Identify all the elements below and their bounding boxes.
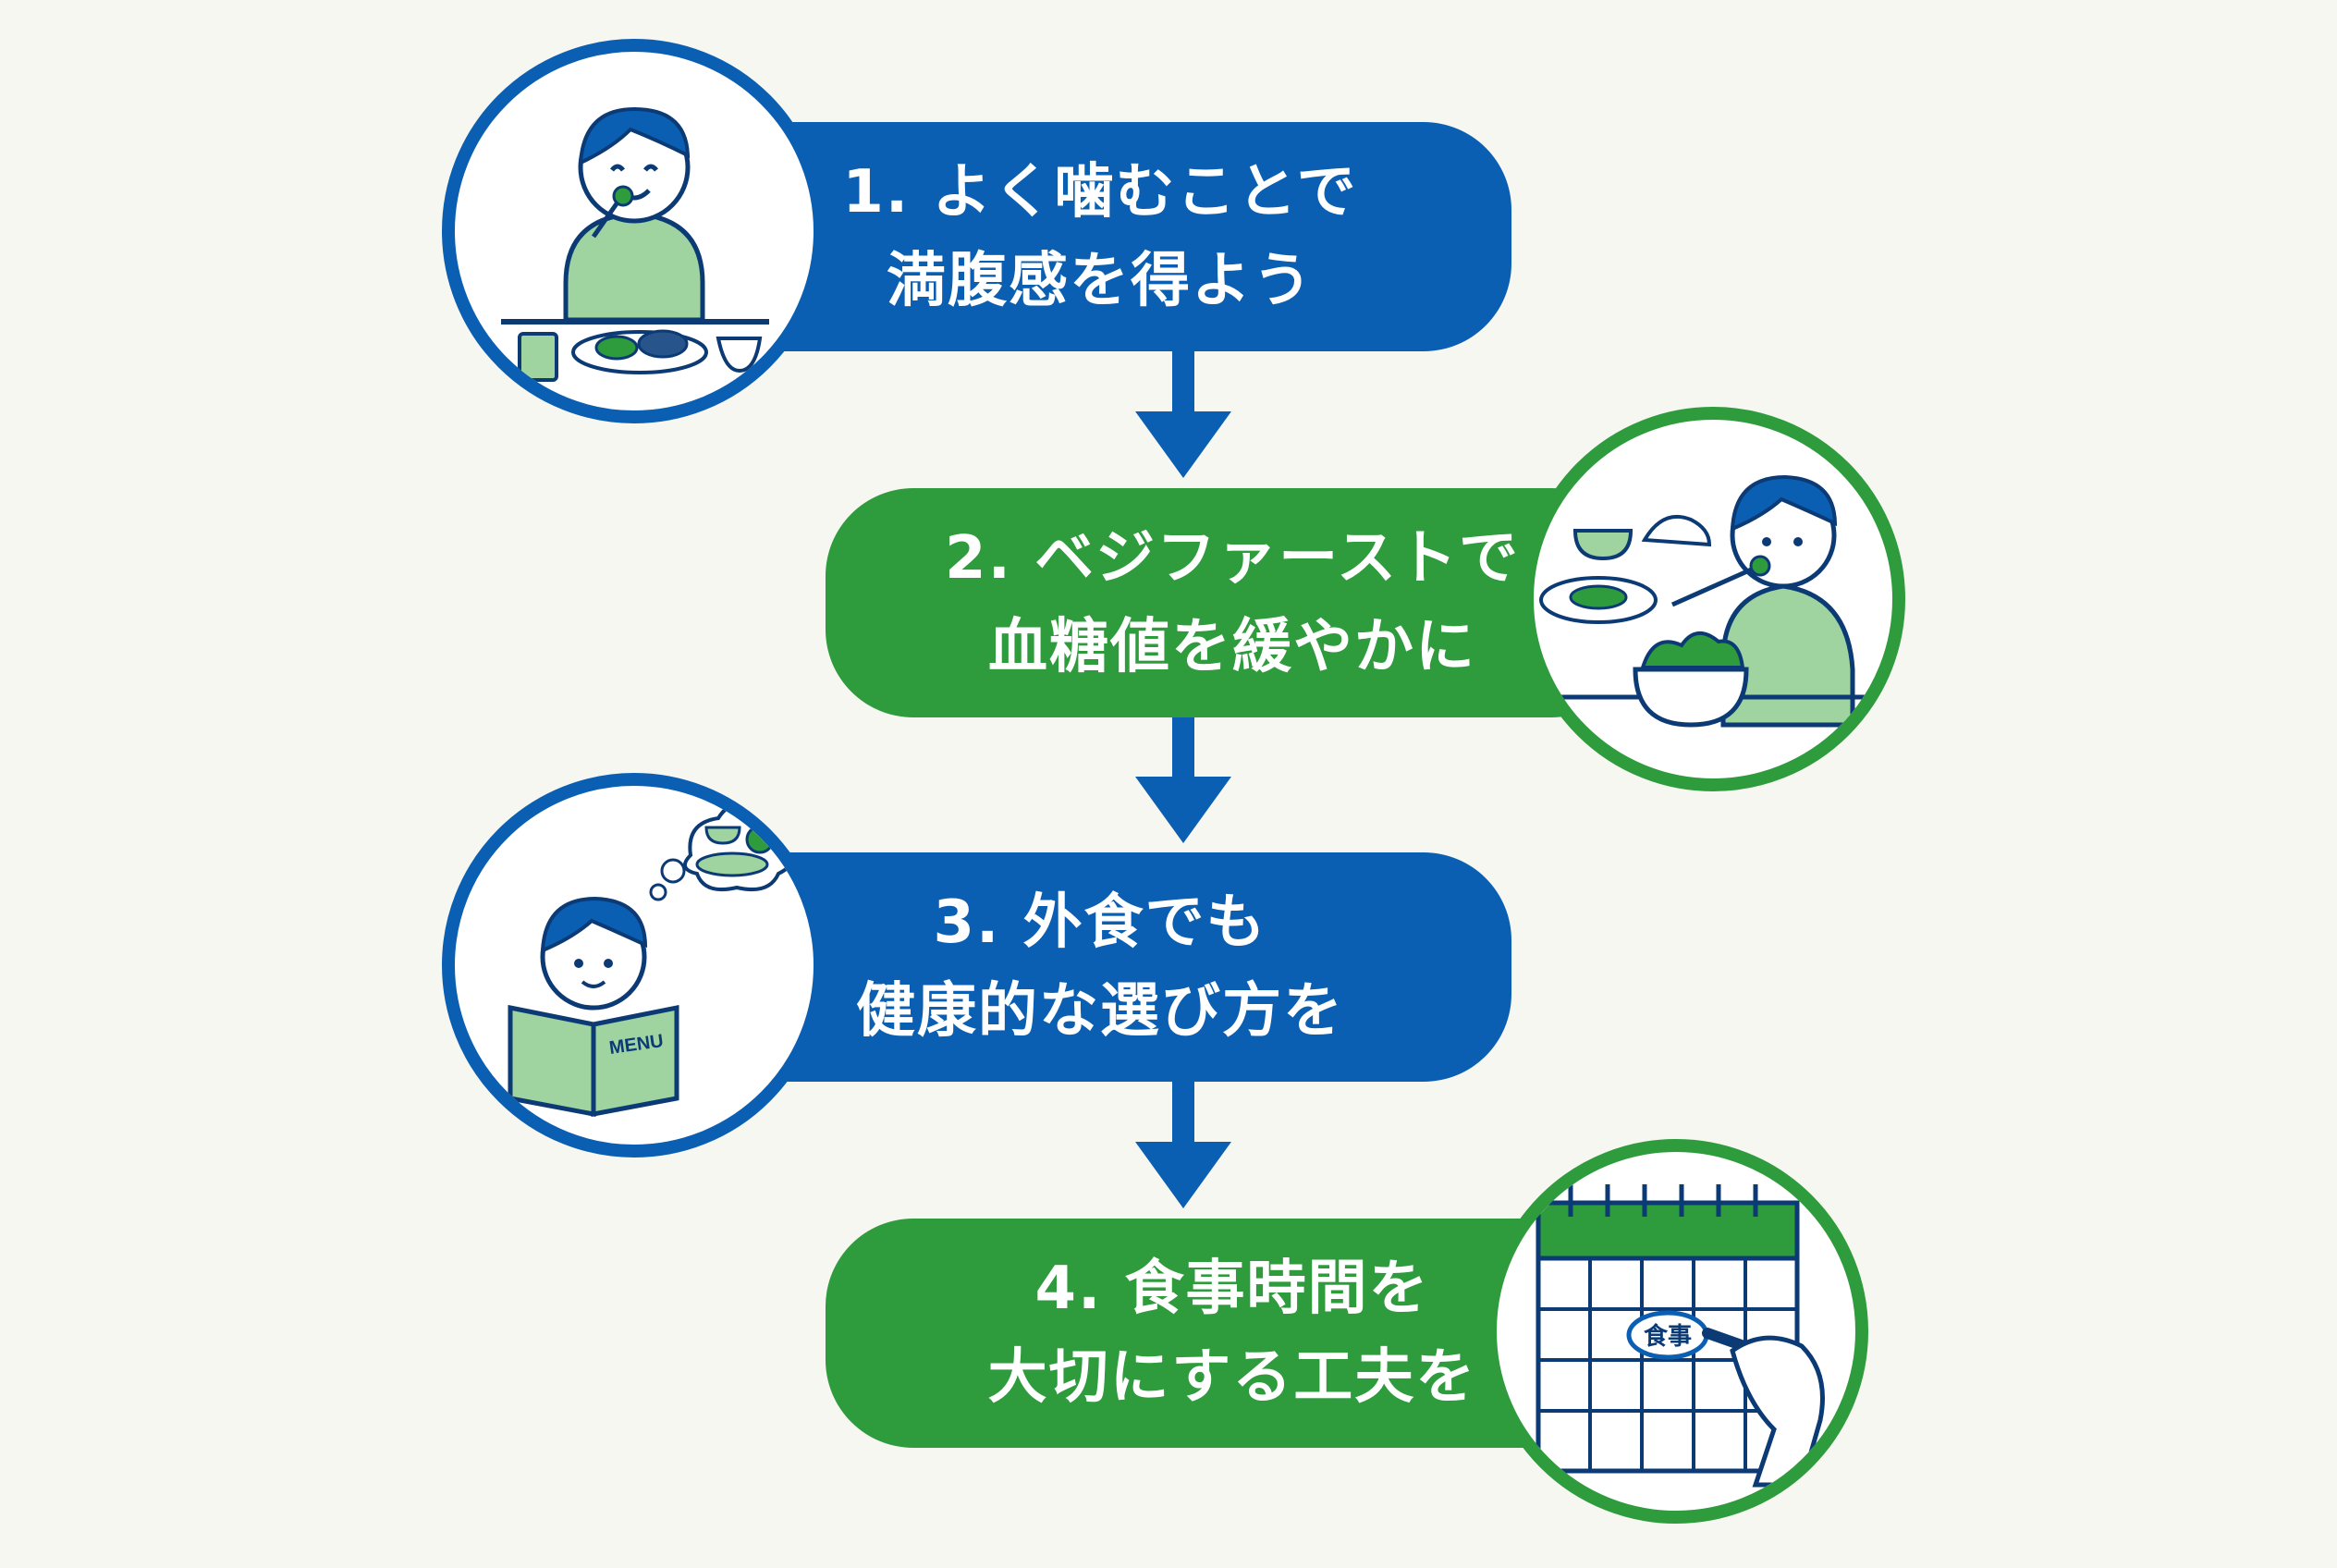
step-2-line2: 血糖値を緩やかに xyxy=(988,613,1476,681)
step-1-line1: 1. よく噛むことで xyxy=(842,158,1358,227)
salad-eating-person-icon xyxy=(1539,474,1866,728)
step-2-illustration xyxy=(1521,407,1905,791)
step-4-line2: 大切にする工夫を xyxy=(987,1343,1477,1412)
step-2-pill: 2. ベジファーストで 血糖値を緩やかに xyxy=(826,488,1639,717)
step-2-line1: 2. ベジファーストで xyxy=(945,524,1520,593)
arrow-3-to-4 xyxy=(1135,1077,1231,1208)
arrow-2-to-3 xyxy=(1135,712,1231,843)
step-3-line1: 3. 外食でも xyxy=(933,888,1267,957)
step-4-line1: 4. 食事時間を xyxy=(1034,1255,1430,1323)
step-3-illustration: MENU xyxy=(442,773,826,1158)
step-1-line2: 満腹感を得よう xyxy=(887,247,1314,315)
calendar-meal-label: 食事 xyxy=(1644,1322,1692,1351)
step-3-line2: 健康的な選び方を xyxy=(856,977,1344,1046)
step-1-illustration xyxy=(442,39,826,423)
menu-reading-person-icon: MENU xyxy=(508,802,798,1118)
arrow-1-to-2 xyxy=(1135,347,1231,478)
chewing-person-icon xyxy=(501,106,769,382)
calendar-writing-icon: 食事 xyxy=(1536,1184,1825,1488)
step-4-illustration: 食事 xyxy=(1484,1139,1868,1524)
